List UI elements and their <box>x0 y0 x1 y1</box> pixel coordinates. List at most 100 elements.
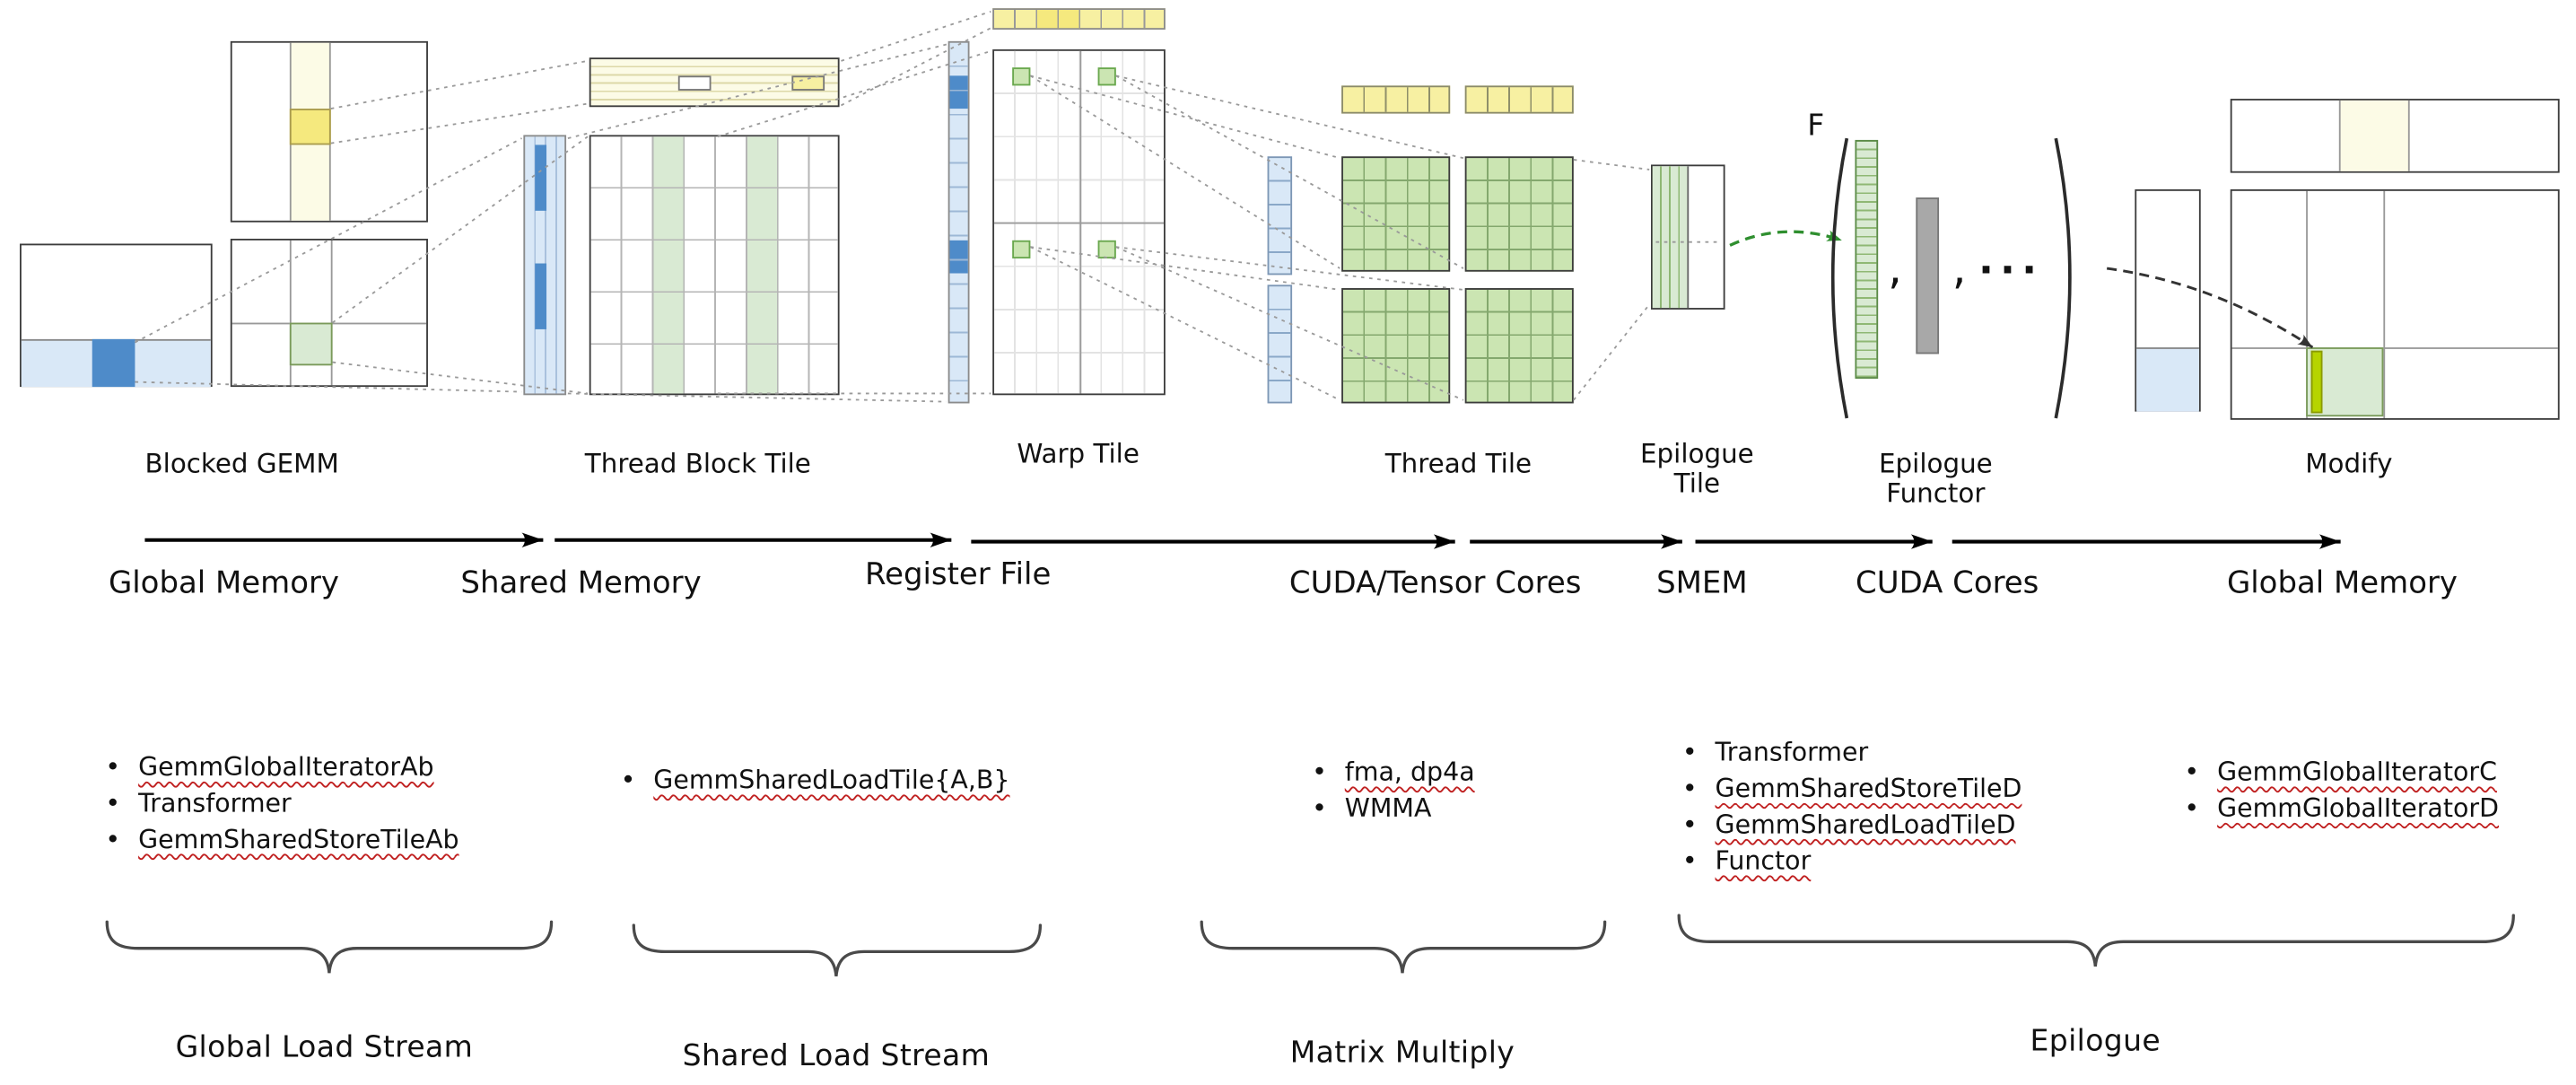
epilogue-tile-green <box>1652 166 1690 309</box>
thread-acc-4 <box>1464 288 1574 404</box>
functor-source-vector <box>1916 197 1940 354</box>
group-matrix-multiply: Matrix Multiply <box>1289 1035 1515 1071</box>
thread-block-tile-label: Thread Block Tile <box>584 447 811 479</box>
warp-a-strip <box>947 40 970 404</box>
modify-a-strip <box>2136 347 2199 412</box>
modify-active-block <box>2306 347 2384 417</box>
warp-frag-2 <box>1097 67 1116 86</box>
pipeline-arrows <box>144 532 2341 549</box>
shared-load-stream-components: GemmSharedLoadTile{A,B} <box>617 767 1010 803</box>
functor-ellipsis: ··· <box>1978 247 2044 293</box>
thread-b-frag-1 <box>1341 85 1451 114</box>
modify-b-col <box>2338 100 2410 171</box>
list-item: GemmSharedStoreTileAb <box>102 827 459 853</box>
tbt-b-fragment-1 <box>677 75 712 91</box>
matrix-multiply-components: fma, dp4a WMMA <box>1308 757 1475 832</box>
epilogue-functor-label-line2: Functor <box>1886 477 1986 509</box>
component-name: GemmSharedStoreTileAb <box>138 825 459 855</box>
stage-register-file: Register File <box>865 557 1052 593</box>
component-name: GemmSharedLoadTileD <box>1715 809 2016 840</box>
group-epilogue: Epilogue <box>2030 1024 2161 1059</box>
component-name: Transformer <box>138 788 292 818</box>
brace-global-load-stream <box>105 920 554 974</box>
modify-label: Modify <box>2305 447 2393 479</box>
thread-acc-3 <box>1341 288 1451 404</box>
tbt-b-fragment-2 <box>791 75 825 91</box>
grid-lines <box>994 10 1164 29</box>
thread-tile-label: Thread Tile <box>1384 447 1533 479</box>
list-item: GemmSharedStoreTileD <box>1679 775 2022 801</box>
component-name: Functor <box>1715 845 1812 876</box>
functor-symbol: F <box>1807 109 1825 144</box>
thread-acc-1 <box>1341 156 1451 272</box>
group-braces <box>105 914 2515 977</box>
component-name: GemmSharedStoreTileD <box>1715 774 2022 804</box>
thread-a-frag-2 <box>1267 284 1293 404</box>
grid-lines <box>949 42 968 402</box>
list-item: Transformer <box>102 791 459 817</box>
stage-global-memory-in: Global Memory <box>108 566 340 601</box>
list-item: GemmSharedLoadTileD <box>1679 811 2022 837</box>
group-global-load-stream: Global Load Stream <box>175 1030 474 1065</box>
global-load-stream-components: GemmGlobalIteratorAb Transformer GemmSha… <box>102 754 459 862</box>
tbt-a-fragment-2 <box>535 263 547 329</box>
warp-b-strip <box>992 8 1166 31</box>
epilogue-tile-label-line1: Epilogue <box>1639 437 1754 469</box>
modify-written-column <box>2310 350 2323 414</box>
list-item: fma, dp4a <box>1308 757 1475 787</box>
thread-acc-2 <box>1464 156 1574 272</box>
warp-frag-3 <box>1012 240 1031 259</box>
tbt-smem-b-strip <box>589 57 840 108</box>
gemm-matrix-b <box>230 40 428 223</box>
tbt-a-fragment-1 <box>535 144 547 211</box>
modify-c-matrix <box>2230 188 2560 420</box>
stage-shared-memory: Shared Memory <box>460 566 702 601</box>
brace-shared-load-stream <box>632 923 1043 977</box>
stage-smem: SMEM <box>1656 566 1748 601</box>
component-name: GemmGlobalIteratorD <box>2217 793 2500 824</box>
functor-comma-2: , <box>1952 243 1967 295</box>
warp-frag-1 <box>1012 67 1031 86</box>
thread-b-frag-2 <box>1464 85 1574 114</box>
global-iterator-components: GemmGlobalIteratorC GemmGlobalIteratorD <box>2181 759 2499 832</box>
component-name: GemmGlobalIteratorC <box>2217 757 2497 787</box>
tbt-smem-a-strip <box>523 135 567 396</box>
modify-b-edge <box>2230 99 2560 173</box>
list-item: Transformer <box>1679 739 2022 766</box>
tbt-main-grid <box>589 135 840 396</box>
functor-accum-vector <box>1855 139 1879 379</box>
brace-epilogue <box>1677 914 2515 967</box>
epilogue-tile-label-line2: Tile <box>1673 467 1721 499</box>
modify-a-edge <box>2135 188 2201 412</box>
grid-lines <box>590 136 838 394</box>
gemm-matrix-c <box>230 239 428 388</box>
group-shared-load-stream: Shared Load Stream <box>682 1038 991 1074</box>
functor-comma-1: , <box>1888 243 1902 295</box>
brace-matrix-multiply <box>1200 920 1607 974</box>
quadrant-divider-h <box>994 222 1164 224</box>
component-name: Transformer <box>1715 737 1869 767</box>
gemm-matrix-a <box>20 243 213 388</box>
stage-cuda-tensor-cores: CUDA/Tensor Cores <box>1288 566 1582 601</box>
warp-tile-label: Warp Tile <box>1017 437 1140 469</box>
matrix-b-active-block <box>289 109 331 145</box>
epilogue-functor-label-line1: Epilogue <box>1878 447 1993 479</box>
warp-main-grid <box>992 49 1166 396</box>
epilogue-transfer-arrow <box>1729 230 1843 247</box>
list-item: GemmGlobalIteratorD <box>2181 795 2499 821</box>
component-name: WMMA <box>1344 793 1432 824</box>
list-item: GemmGlobalIteratorC <box>2181 759 2499 785</box>
list-item: WMMA <box>1308 795 1474 821</box>
matrix-a-active-block <box>92 338 135 388</box>
open-paren <box>1830 137 1849 419</box>
component-name: GemmSharedLoadTile{A,B} <box>653 766 1010 796</box>
warp-frag-4 <box>1097 240 1116 259</box>
component-name: fma, dp4a <box>1344 757 1475 787</box>
stage-cuda-cores: CUDA Cores <box>1856 566 2039 601</box>
list-item: Functor <box>1679 848 2022 874</box>
list-item: GemmSharedLoadTile{A,B} <box>617 767 1010 793</box>
stage-global-memory-out: Global Memory <box>2226 566 2458 601</box>
list-item: GemmGlobalIteratorAb <box>102 754 459 780</box>
component-name: GemmGlobalIteratorAb <box>138 752 434 783</box>
